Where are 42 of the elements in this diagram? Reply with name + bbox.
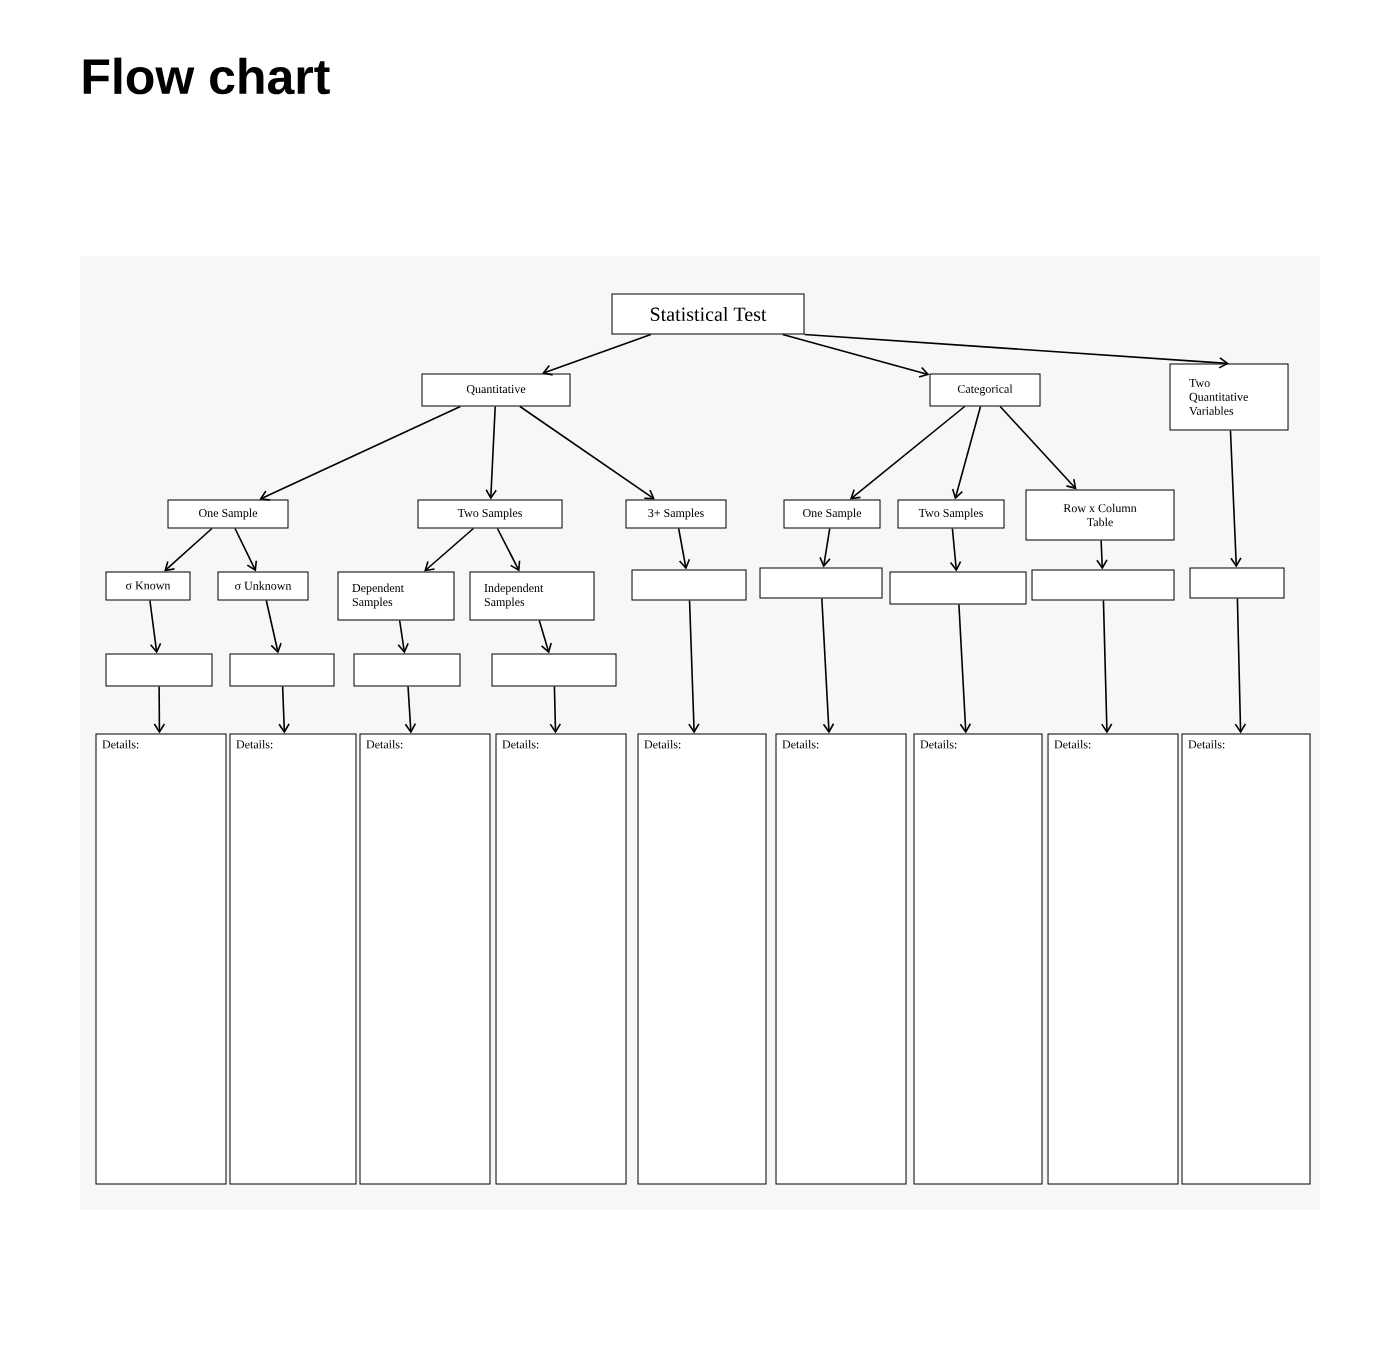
- arrow: [496, 527, 521, 572]
- arrow: [542, 333, 652, 376]
- empty-box: [491, 653, 617, 687]
- arrow: [149, 599, 162, 654]
- arrow: [538, 619, 552, 654]
- empty-box: [229, 653, 335, 687]
- arrow: [549, 685, 562, 734]
- empty-box: [759, 567, 883, 599]
- arrow: [688, 599, 700, 734]
- arrow: [234, 527, 258, 572]
- arrow: [1100, 599, 1113, 734]
- arrow: [519, 405, 655, 500]
- arrow: [1234, 597, 1247, 734]
- process-box: Statistical Test: [611, 293, 805, 335]
- arrow: [164, 527, 213, 572]
- empty-box: [631, 569, 747, 601]
- empty-box: [1031, 569, 1175, 601]
- arrow: [424, 527, 475, 572]
- arrow: [404, 685, 417, 734]
- arrow: [265, 599, 282, 654]
- arrow: [951, 405, 982, 500]
- arrow: [1096, 539, 1108, 570]
- arrow: [999, 405, 1077, 490]
- arrow: [781, 333, 930, 378]
- arrow: [485, 405, 497, 500]
- arrow: [819, 527, 831, 568]
- empty-box: [889, 571, 1027, 605]
- arrow: [1229, 429, 1242, 568]
- arrow: [397, 619, 409, 654]
- empty-box: [353, 653, 461, 687]
- title: Flow chart: [83, 57, 330, 95]
- arrow: [278, 685, 290, 734]
- arrow: [821, 597, 835, 734]
- arrow: [949, 527, 962, 572]
- arrow: [803, 333, 1230, 369]
- arrow: [849, 405, 966, 500]
- arrow: [677, 527, 691, 570]
- arrow: [153, 685, 166, 734]
- arrow: [259, 405, 462, 501]
- arrow: [958, 603, 972, 734]
- empty-box: [105, 653, 213, 687]
- empty-box: [1189, 567, 1285, 599]
